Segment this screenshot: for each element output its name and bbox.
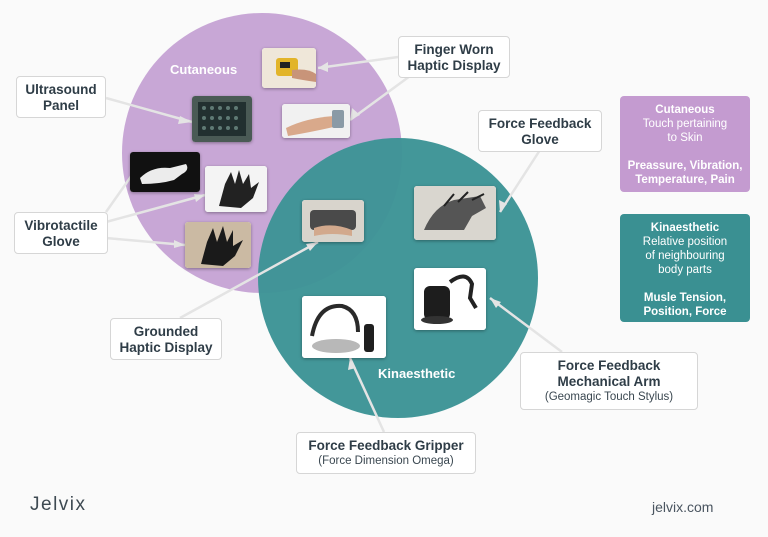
- callout-title: Force Feedback Glove: [488, 116, 592, 147]
- connector-vibro-3: [105, 236, 186, 247]
- callout-title: Ultrasound Panel: [25, 82, 97, 113]
- arrowhead: [194, 194, 205, 202]
- cutaneous-panel: Cutaneous Touch pertaining to Skin Preas…: [620, 96, 750, 192]
- jelvix-logo: Jelvix: [30, 494, 87, 515]
- force-feedback-glove-photo: [414, 186, 496, 240]
- gripper-photo: [302, 296, 386, 358]
- mechanical-arm-callout: Force Feedback Mechanical Arm (Geomagic …: [520, 352, 698, 410]
- connector-vibro-1: [104, 174, 134, 213]
- arrowhead: [174, 240, 185, 248]
- grounded-display-photo: [302, 200, 364, 242]
- panel-detail: Preassure, Vibration, Temperature, Pain: [627, 160, 743, 186]
- site-url: jelvix.com: [652, 499, 714, 515]
- vibrotactile-glove-photo: [130, 152, 200, 192]
- force-feedback-glove-callout: Force Feedback Glove: [478, 110, 602, 152]
- connector-force-glove: [498, 149, 542, 213]
- callout-title: Force Feedback Mechanical Arm: [557, 358, 661, 389]
- finger-tip-device-photo: [282, 104, 350, 138]
- connector-ultrasound: [105, 96, 193, 124]
- arrowhead: [490, 298, 501, 308]
- ultrasound-callout: Ultrasound Panel: [16, 76, 106, 118]
- callout-subtitle: (Geomagic Touch Stylus): [544, 391, 674, 403]
- cutaneous-label: Cutaneous: [170, 62, 238, 77]
- panel-detail: Musle Tension, Position, Force: [643, 292, 727, 318]
- kinaesthetic-panel: Kinaesthetic Relative position of neighb…: [620, 214, 750, 322]
- callout-title: Force Feedback Gripper: [308, 438, 464, 453]
- ultrasound-panel-photo: [192, 96, 252, 142]
- connector-grounded: [179, 240, 319, 320]
- kinaesthetic-label: Kinaesthetic: [378, 366, 456, 381]
- vibrotactile-callout: Vibrotactile Glove: [14, 212, 108, 254]
- connector-vibro-2: [105, 193, 206, 224]
- connector-mech-arm: [489, 297, 563, 353]
- panel-title: Kinaesthetic: [650, 222, 720, 234]
- finger-worn-callout: Finger Worn Haptic Display: [398, 36, 510, 78]
- finger-worn-display-photo: [262, 48, 316, 88]
- panel-description: Touch pertaining to Skin: [642, 118, 728, 144]
- callout-subtitle: (Force Dimension Omega): [318, 455, 454, 467]
- arrowhead: [306, 242, 318, 251]
- gripper-callout: Force Feedback Gripper (Force Dimension …: [296, 432, 476, 474]
- callout-title: Vibrotactile Glove: [24, 218, 98, 249]
- arrowhead: [348, 358, 356, 370]
- grounded-callout: Grounded Haptic Display: [110, 318, 222, 360]
- arrowhead: [350, 108, 360, 120]
- panel-description: Relative position of neighbouring body p…: [642, 236, 728, 276]
- callout-title: Finger Worn Haptic Display: [407, 42, 501, 73]
- connector-finger-worn-2: [349, 74, 411, 122]
- vibrotactile-glove-photo: [205, 166, 267, 212]
- connector-finger-worn-1: [317, 55, 399, 70]
- callout-title: Grounded Haptic Display: [119, 324, 213, 355]
- arrowhead: [499, 200, 507, 212]
- vibrotactile-glove-photo: [185, 222, 251, 268]
- mechanical-arm-photo: [414, 268, 486, 330]
- connector-gripper: [348, 357, 386, 433]
- arrowhead: [178, 116, 192, 124]
- panel-title: Cutaneous: [655, 104, 715, 116]
- arrowhead: [318, 62, 328, 72]
